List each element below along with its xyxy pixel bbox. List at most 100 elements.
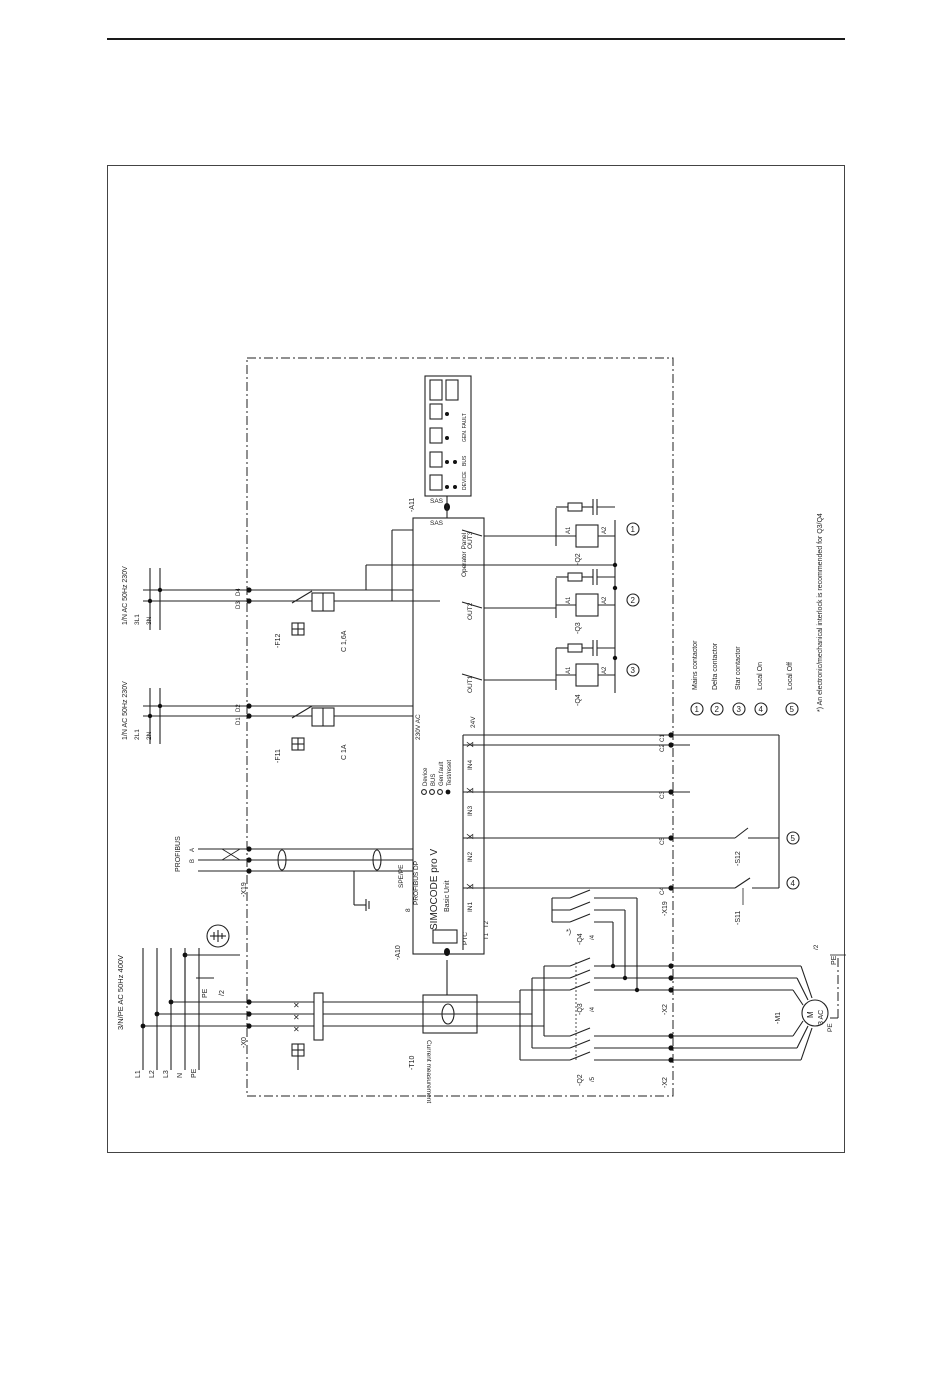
supply-3ph-label: 3/N/PE AC 50Hz 400V — [116, 955, 125, 1030]
legend-4-num: 4 — [759, 705, 764, 714]
main-supply: 3/N/PE AC 50Hz 400V L1 L2 L3 N PE PE /2 — [116, 948, 420, 1078]
motor-pe-ref: /2 — [813, 944, 820, 950]
basic-unit-sas: SAS — [430, 520, 444, 527]
control-wiring — [365, 520, 618, 693]
ptc-label: PTC — [462, 932, 469, 945]
motor-phases: 3 AC — [818, 1010, 825, 1025]
ctrl-supply-1-label: 1/N AC 50Hz 230V — [122, 681, 129, 740]
q3-page-ref: /4 — [590, 1006, 596, 1012]
right-x19-label: -X19 — [662, 901, 669, 916]
t10-label: Current measurement — [425, 1040, 432, 1103]
f11-rating: C 1A — [341, 744, 348, 760]
led-test-reset: Test/reset — [447, 760, 453, 786]
x2-upper-label: -X2 — [662, 1004, 669, 1015]
q2-circle-ref: 1 — [631, 525, 636, 534]
legend-5-text: Local Off — [787, 662, 794, 690]
led-gen-fault: Gen.fault — [439, 761, 445, 786]
legend-2-num: 2 — [715, 705, 720, 714]
basic-unit-subtitle: Basic Unit — [444, 880, 451, 912]
q4-circle-ref: 3 — [631, 666, 636, 675]
op-label: Operator Panel — [461, 532, 468, 577]
basic-unit-ref: -A10 — [395, 945, 402, 960]
terminal-c3: C3 — [660, 791, 666, 799]
ptc-t2: T2 — [484, 920, 490, 928]
legend-4-text: Local On — [757, 662, 764, 690]
q4-coil-label: -Q4 — [575, 694, 582, 706]
interlock-mark: *) — [566, 929, 571, 936]
q3-coil-label: -Q3 — [575, 622, 582, 634]
output-out3: OUT3 — [467, 531, 474, 549]
ctrl-supply-2-n: 3N — [146, 616, 153, 625]
op-key-bus: BUS — [462, 455, 468, 466]
ctrl-supply-1-l: 2L1 — [134, 729, 141, 740]
svg-text:✕: ✕ — [293, 1025, 300, 1034]
svg-text:⋊: ⋊ — [466, 786, 474, 795]
supply-l3-label: L3 — [163, 1070, 170, 1078]
cabinet-terminals-left: D1 D2 D3 D4 — [236, 587, 252, 1029]
terminal-c5: C5 — [660, 837, 666, 845]
op-sas: SAS — [430, 498, 444, 505]
terminal-d2: D2 — [236, 704, 242, 712]
supply-l2-label: L2 — [149, 1070, 156, 1078]
q2-a2: A2 — [602, 526, 608, 534]
t10-ref: -T10 — [409, 1056, 416, 1071]
supply-n-label: N — [177, 1073, 184, 1078]
op-key-gen-fault: GEN. FAULT — [462, 413, 468, 442]
svg-text:✕: ✕ — [293, 1001, 300, 1010]
ctrl-supply-2-label: 1/N AC 50Hz 230V — [122, 566, 129, 625]
figure-frame — [107, 165, 845, 1153]
motor-symbol: M — [806, 1011, 815, 1018]
f12-label: -F12 — [275, 634, 282, 649]
input-in2: IN2 — [467, 852, 474, 863]
ctrl-supply-1-n: 2N — [146, 731, 153, 740]
q2-a1: A1 — [566, 526, 572, 534]
profibus-b: B — [190, 859, 196, 863]
led-device: Device — [423, 767, 429, 786]
motor-ref: -M1 — [775, 1012, 782, 1024]
basic-unit-title: SIMOCODE pro V — [429, 849, 440, 930]
coil-q4: -Q4 A1 A2 3 — [555, 640, 640, 706]
terminal-c2: C2 — [660, 744, 666, 752]
operator-panel: DEVICE BUS GEN. FAULT Operator Panel -A1… — [409, 375, 472, 577]
x2-lower-label: -X2 — [662, 1077, 669, 1088]
q4-page-ref: /4 — [590, 934, 596, 940]
coil-q2: -Q2 A1 A2 1 — [555, 499, 640, 565]
q3-a2: A2 — [602, 596, 608, 604]
q4-power-label: -Q4 — [577, 933, 584, 945]
legend-1-text: Mains contactor — [692, 640, 699, 690]
input-wiring: C1 C2 C3 C5 C4 -X19 -S12 -S11 5 4 — [463, 732, 800, 925]
basic-unit-24v: 24V — [470, 716, 477, 728]
q2-page-ref: /5 — [590, 1076, 596, 1082]
legend-footnote: *) An electronic/mechanical interlock is… — [817, 513, 824, 712]
coil-q3: -Q3 A1 A2 2 — [555, 569, 640, 634]
q3-a1: A1 — [566, 596, 572, 604]
q2-coil-label: -Q2 — [575, 553, 582, 565]
x0-label: -X0 — [241, 1037, 248, 1048]
supply-l1-label: L1 — [135, 1070, 142, 1078]
q4-a1: A1 — [566, 666, 572, 674]
input-in3: IN3 — [467, 806, 474, 817]
ptc-t1: T1 — [484, 932, 490, 940]
basic-unit-shield-pin: 8 — [405, 908, 412, 912]
legend-1-num: 1 — [695, 705, 700, 714]
terminal-c4: C4 — [660, 887, 666, 895]
basic-unit-spe: SPE/PE — [398, 864, 405, 888]
q2-power-label: -Q2 — [577, 1074, 584, 1086]
output-out1: OUT1 — [467, 675, 474, 693]
current-measurement: -T10 Current measurement — [409, 960, 478, 1103]
supply-pe-label: PE — [191, 1068, 198, 1078]
s12-label: -S12 — [735, 851, 742, 866]
ctrl-supply-2-l: 3L1 — [134, 614, 141, 625]
legend-3-text: Star contactor — [735, 646, 742, 690]
terminal-d3: D3 — [236, 601, 242, 609]
input-in1: IN1 — [467, 902, 474, 913]
control-supply-2: 1/N AC 50Hz 230V 2L1 2N — [122, 681, 420, 744]
legend-3-num: 3 — [737, 705, 742, 714]
q3-circle-ref: 2 — [631, 596, 636, 605]
svg-text:⋊: ⋊ — [466, 832, 474, 841]
motor-m1: M 3 AC -M1 PE /2 PE — [775, 944, 846, 1032]
pe-ground-label: PE — [202, 988, 209, 998]
s12-circle-ref: 5 — [791, 834, 796, 843]
legend-2-text: Delta contactor — [712, 642, 719, 690]
pe-ref-label: /2 — [219, 990, 226, 996]
